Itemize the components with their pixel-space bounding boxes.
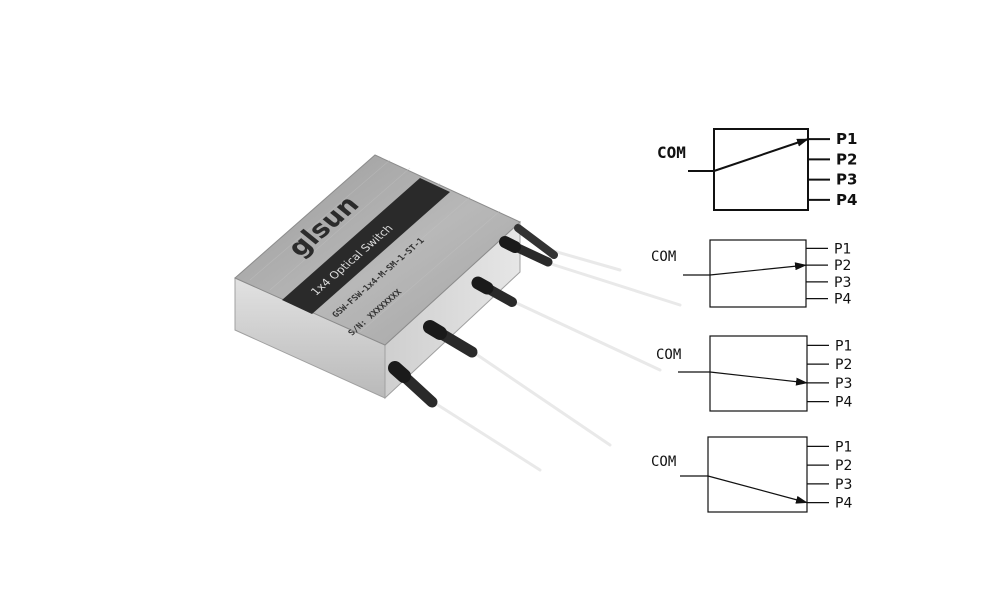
port-label-p3: P3 [834, 275, 851, 291]
switch-box [709, 335, 808, 412]
com-label: COM [657, 143, 686, 162]
fiber-bundle [428, 248, 682, 472]
port-label-p3: P3 [835, 376, 852, 392]
port-label-p4: P4 [835, 395, 852, 411]
fiber-boot [388, 361, 438, 408]
fiber-boot [423, 320, 478, 358]
port-label-p4: P4 [834, 292, 851, 308]
com-label: COM [656, 347, 681, 363]
port-label-p2: P2 [836, 150, 857, 168]
switch-box [707, 436, 808, 513]
port-label-p3: P3 [836, 171, 857, 189]
switch-path-arrow [709, 371, 808, 386]
port-label-p2: P2 [835, 458, 852, 474]
port-label-p4: P4 [835, 496, 852, 512]
fiber-boots [388, 224, 558, 408]
fiber-boot [471, 276, 517, 307]
com-label: COM [651, 249, 676, 265]
port-label-p2: P2 [835, 357, 852, 373]
fiber-boot [514, 224, 558, 259]
port-label-p4: P4 [836, 191, 857, 209]
switch-path-arrow [709, 262, 807, 276]
switch-path-arrow [707, 475, 808, 504]
port-label-p1: P1 [835, 338, 852, 354]
com-label: COM [651, 454, 676, 470]
label-band [282, 178, 450, 314]
port-label-p3: P3 [835, 477, 852, 493]
switch-box [713, 128, 809, 211]
switch-module: glsun 1x4 Optical Switch GSW-FSW-1x4-M-S… [234, 154, 682, 472]
switch-box [709, 239, 807, 308]
fiber-boot [499, 236, 553, 267]
port-label-p1: P1 [834, 241, 851, 257]
port-label-p2: P2 [834, 258, 851, 274]
port-label-p1: P1 [835, 439, 852, 455]
switch-path-arrow [713, 138, 809, 172]
port-label-p1: P1 [836, 130, 857, 148]
